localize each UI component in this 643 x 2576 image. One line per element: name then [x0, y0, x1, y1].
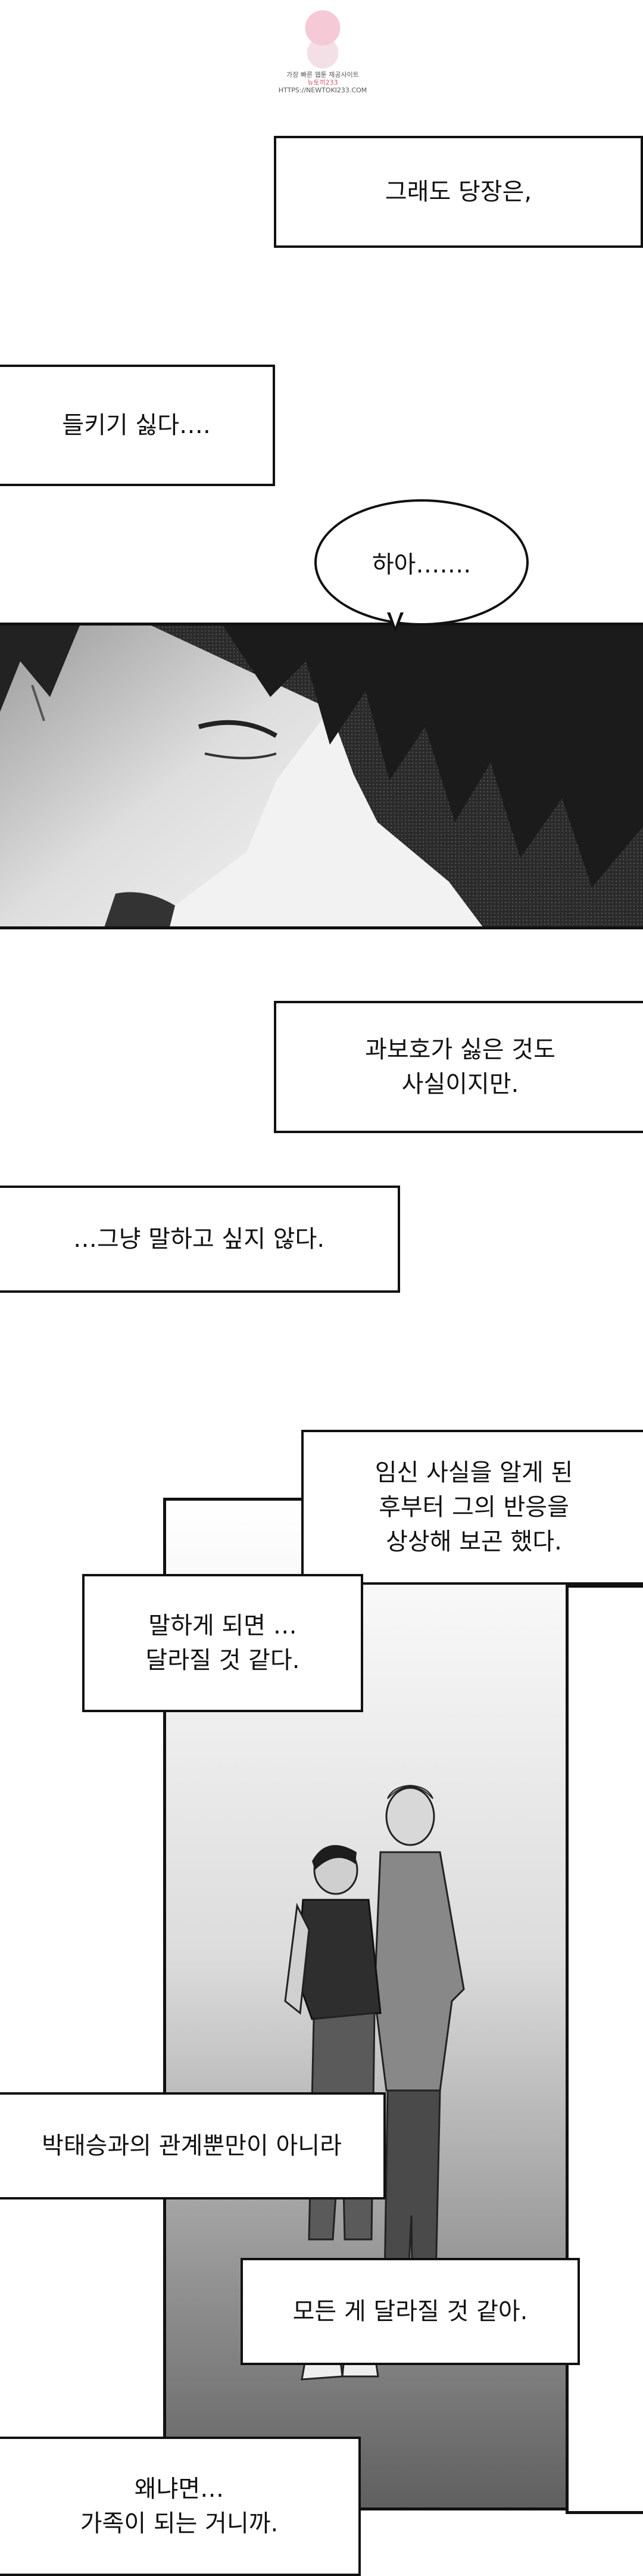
narration-box: 과보호가 싫은 것도 사실이지만. [274, 1001, 643, 1133]
narration-box: 왜냐면… 가족이 되는 거니까. [0, 2437, 361, 2576]
speech-bubble-tail-fill [389, 610, 401, 627]
narration-line: 달라질 것 같다. [145, 1647, 300, 1674]
narration-line: 사실이지만. [401, 1071, 519, 1098]
narration-line: 상상해 보곤 했다. [386, 1528, 562, 1555]
mascot-logo [302, 6, 344, 69]
narration-line: 임신 사실을 알게 된 [374, 1459, 573, 1486]
narration-box: 모든 게 달라질 것 같아. [241, 2258, 580, 2365]
watermark-line2: 뉴토끼233 [307, 79, 338, 87]
narration-box: 들키기 싫다…. [0, 365, 275, 486]
narration-line: 모든 게 달라질 것 같아. [292, 2298, 528, 2325]
narration-line: …그냥 말하고 싶지 않다. [73, 1225, 325, 1253]
narration-box: 말하게 되면 … 달라질 것 같다. [82, 1574, 363, 1712]
narration-line: 들키기 싫다…. [62, 412, 211, 439]
narration-box: 박태승과의 관계뿐만이 아니라 [0, 2092, 386, 2199]
narration-box: 임신 사실을 알게 된 후부터 그의 반응을 상상해 보곤 했다. [301, 1430, 643, 1585]
narration-line: 가족이 되는 거니까. [80, 2510, 279, 2537]
watermark-line1: 가장 빠른 웹툰 제공사이트 [286, 71, 359, 79]
narration-line: 박태승과의 관계뿐만이 아니라 [42, 2132, 342, 2160]
narration-line: 말하게 되면 … [148, 1612, 297, 1639]
speech-text: 하아……. [372, 551, 472, 578]
narration-line: 과보호가 싫은 것도 [365, 1036, 555, 1063]
face-illustration [0, 626, 643, 926]
narration-line: 그래도 당장은, [385, 178, 532, 206]
face-closeup-panel [0, 623, 643, 929]
narration-box: 그래도 당장은, [274, 136, 643, 248]
narration-line: 후부터 그의 반응을 [379, 1494, 569, 1521]
speech-bubble: 하아……. [314, 499, 529, 626]
right-strip-panel [566, 1585, 643, 2514]
watermark-line3: HTTPS://NEWTOKI233.COM [278, 86, 367, 95]
narration-line: 왜냐면… [134, 2475, 224, 2503]
site-watermark: 가장 빠른 웹툰 제공사이트 뉴토끼233 HTTPS://NEWTOKI233… [275, 6, 370, 110]
narration-box: …그냥 말하고 싶지 않다. [0, 1186, 400, 1293]
